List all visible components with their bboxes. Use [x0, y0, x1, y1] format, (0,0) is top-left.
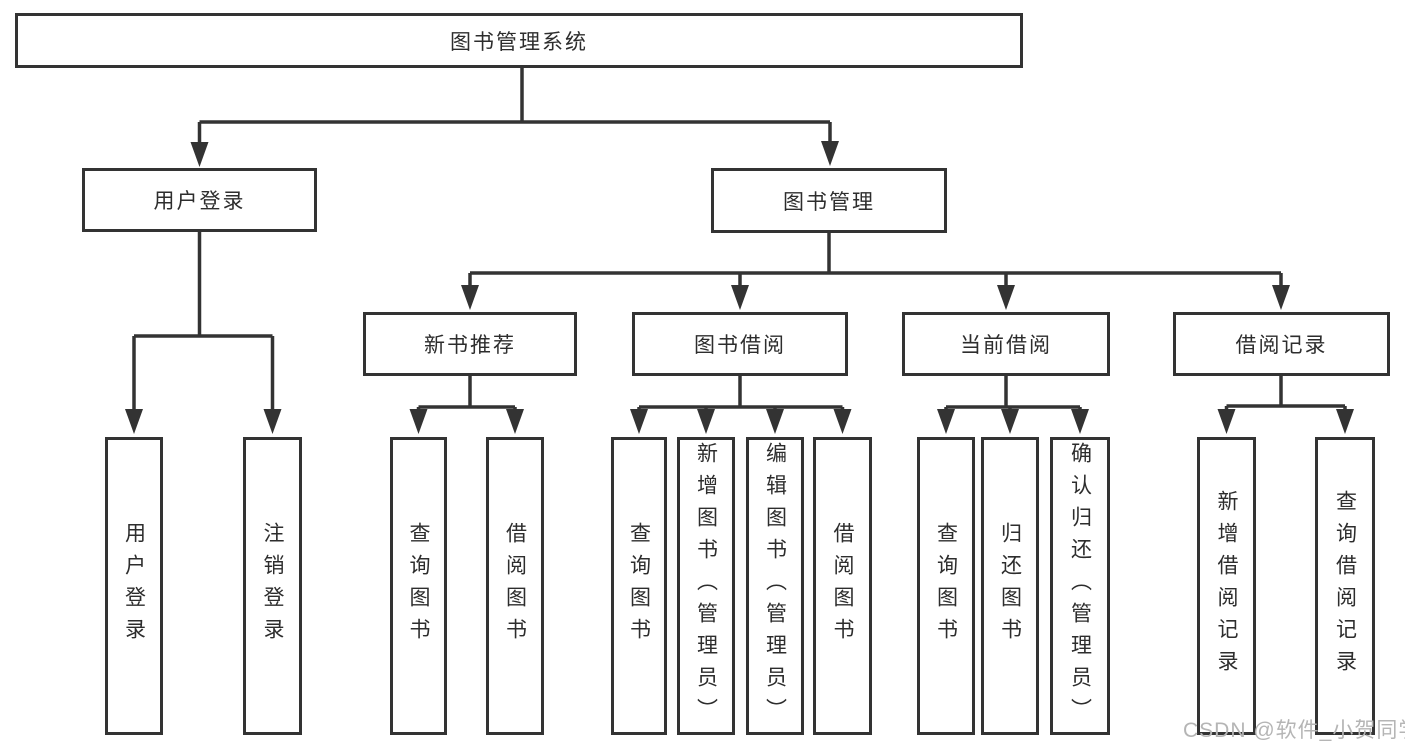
leaf-records-add-borrow-record: 新增借阅记录	[1197, 437, 1256, 735]
leaf-borrow-edit-books-admin: 编辑图书（管理员）	[746, 437, 804, 735]
arrowhead-icon	[766, 409, 784, 434]
node-label: 图书管理	[783, 190, 875, 214]
node-user-login: 用户登录	[82, 168, 317, 232]
node-label: 借阅记录	[1235, 334, 1328, 357]
arrowhead-icon	[1272, 285, 1290, 310]
leaf-current-query-books: 查询图书	[917, 437, 975, 735]
node-label: 查询图书	[627, 522, 651, 650]
arrowhead-icon	[125, 409, 143, 434]
arrowhead-icon	[833, 409, 852, 434]
node-borrowing-records: 借阅记录	[1173, 312, 1390, 376]
arrowhead-icon	[697, 409, 715, 434]
node-label: 当前借阅	[960, 334, 1052, 357]
user-login-branch	[132, 232, 275, 411]
book-management-branch	[468, 233, 1283, 287]
node-label: 新增借阅记录	[1215, 490, 1238, 682]
leaf-current-return-books: 归还图书	[981, 437, 1039, 735]
node-label: 查询图书	[407, 522, 430, 650]
node-label: 确认归还（管理员）	[1068, 442, 1092, 730]
node-current-borrowing: 当前借阅	[902, 312, 1110, 376]
arrowhead-icon	[461, 285, 479, 310]
node-label: 图书管理系统	[450, 30, 588, 54]
arrowhead-icon	[937, 409, 955, 434]
node-label: 图书借阅	[694, 334, 786, 357]
node-label: 查询借阅记录	[1333, 490, 1357, 682]
arrowhead-icon	[1071, 409, 1089, 434]
node-label: 归还图书	[998, 522, 1022, 650]
book-borrowing-branch	[637, 376, 845, 411]
arrowhead-icon	[190, 142, 209, 167]
leaf-recommend-query-books: 查询图书	[390, 437, 447, 735]
node-label: 借阅图书	[831, 522, 854, 650]
arrowhead-icon	[1217, 409, 1236, 434]
leaf-logout: 注销登录	[243, 437, 302, 735]
leaf-borrow-query-books: 查询图书	[611, 437, 667, 735]
node-book-borrowing: 图书借阅	[632, 312, 848, 376]
borrowing-records-branch	[1224, 376, 1347, 411]
leaf-current-confirm-return-admin: 确认归还（管理员）	[1050, 437, 1110, 735]
new-book-recommendation-branch	[416, 376, 517, 411]
leaf-borrow-add-books-admin: 新增图书（管理员）	[677, 437, 735, 735]
node-label: 查询图书	[934, 522, 958, 650]
arrowhead-icon	[506, 409, 524, 434]
node-label: 用户登录	[153, 190, 246, 213]
watermark: CSDN @软件_小贺同学	[1183, 719, 1405, 742]
arrowhead-icon	[997, 285, 1015, 310]
arrowhead-icon	[1336, 409, 1354, 434]
root-branch	[197, 68, 832, 144]
leaf-records-query-borrow-record: 查询借阅记录	[1315, 437, 1375, 735]
arrowhead-icon	[731, 285, 749, 310]
node-new-book-recommendation: 新书推荐	[363, 312, 577, 376]
arrowhead-icon	[409, 409, 428, 434]
node-root: 图书管理系统	[15, 13, 1023, 68]
node-label: 借阅图书	[503, 522, 527, 650]
node-label: 用户登录	[122, 522, 146, 650]
arrowhead-icon	[1001, 409, 1019, 434]
arrowhead-icon	[821, 141, 839, 166]
arrowhead-icon	[263, 409, 282, 434]
arrowhead-icon	[630, 409, 648, 434]
node-label: 新书推荐	[424, 334, 516, 357]
node-label: 编辑图书（管理员）	[763, 442, 787, 730]
leaf-recommend-borrow-books: 借阅图书	[486, 437, 544, 735]
leaf-user-login: 用户登录	[105, 437, 163, 735]
node-book-management: 图书管理	[711, 168, 947, 233]
node-label: 新增图书（管理员）	[694, 442, 718, 730]
node-label: 注销登录	[261, 522, 284, 650]
leaf-borrow-borrow-books: 借阅图书	[813, 437, 872, 735]
current-borrowing-branch	[944, 376, 1082, 411]
